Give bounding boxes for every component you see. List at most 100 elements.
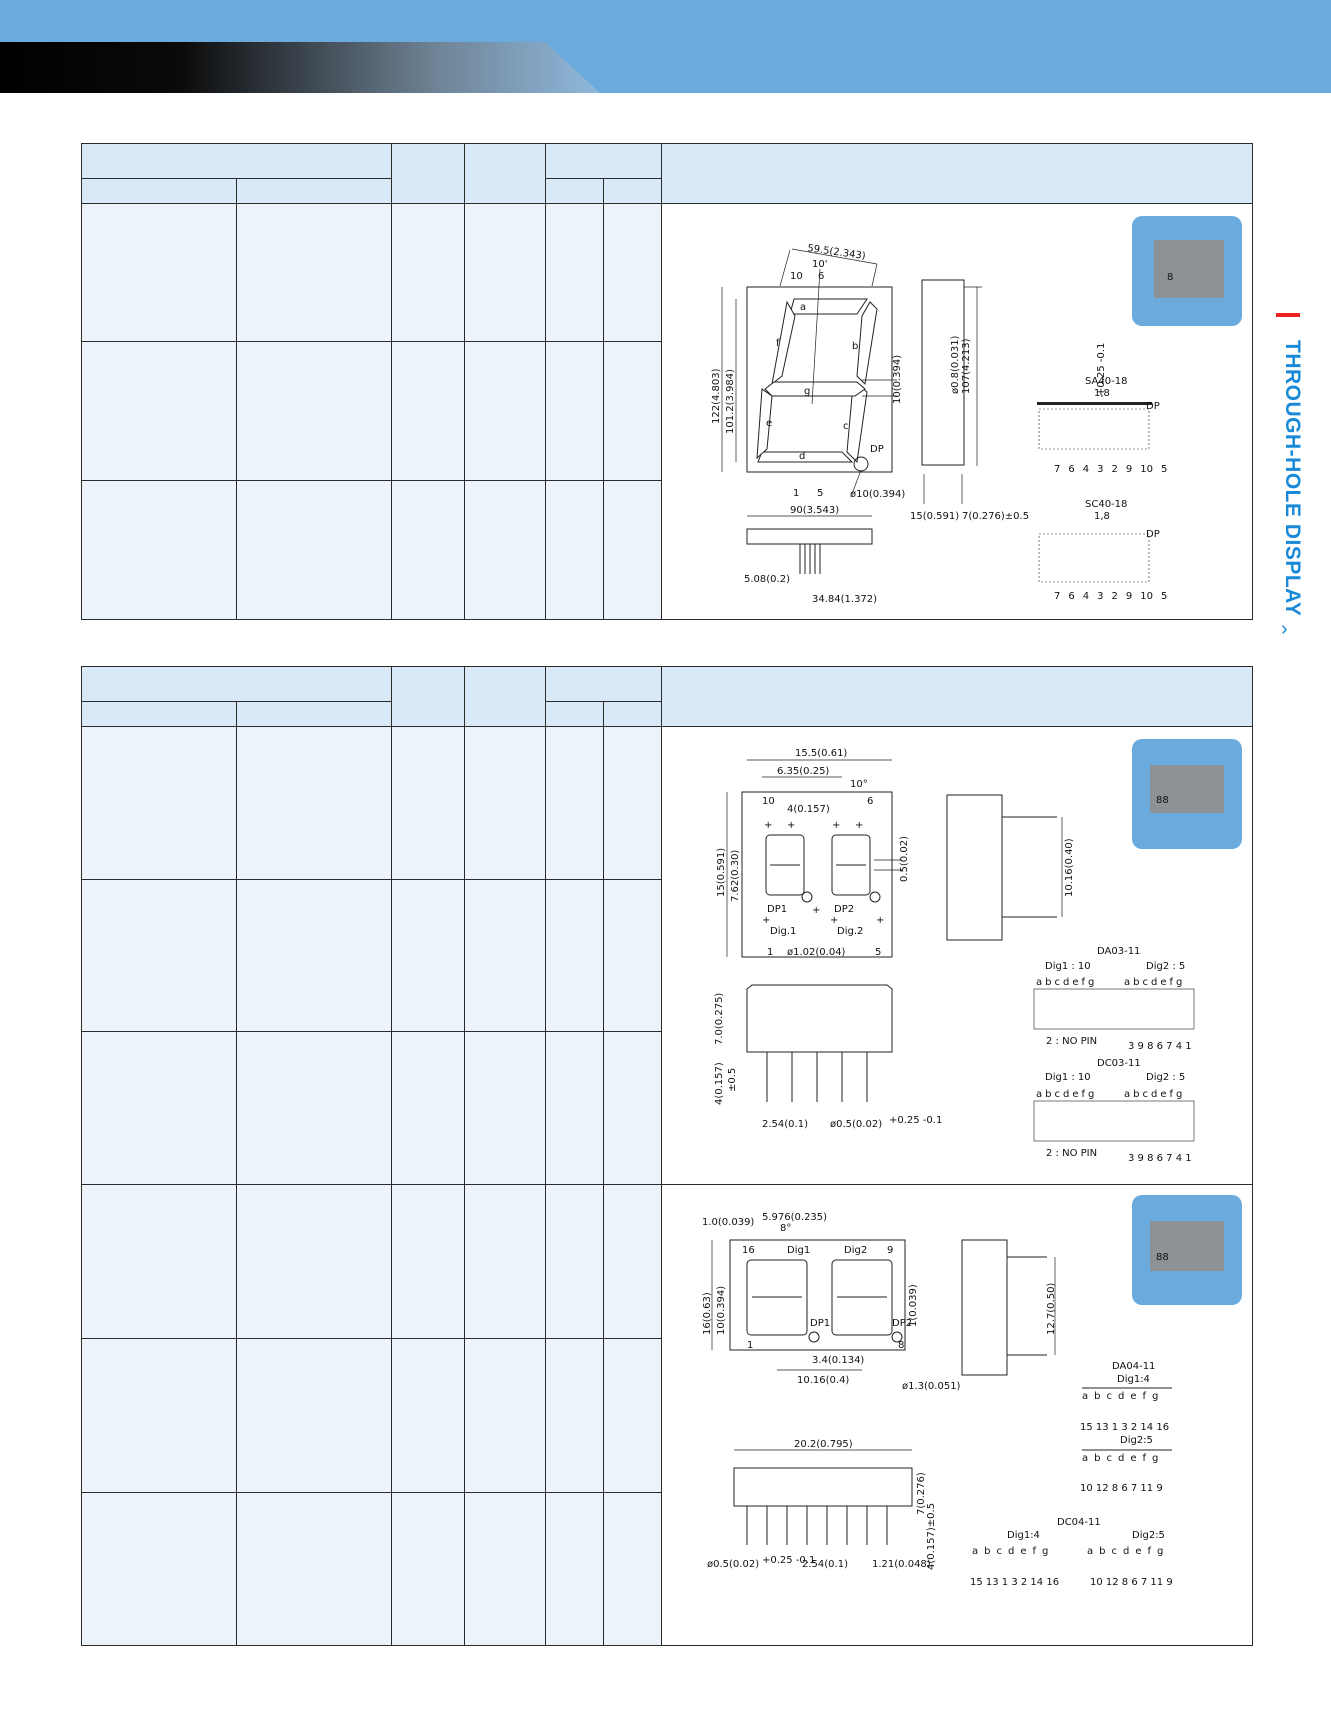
circuit-pins: 15 13 1 3 2 14 16 [1080, 1422, 1169, 1433]
dim-dp-dia: ø1.3(0.051) [902, 1381, 961, 1392]
circuit-segs: abcdefg [1124, 1089, 1185, 1100]
dim-pin-tol: +0.25 -0.1 [1096, 343, 1107, 396]
table-cell [464, 202, 546, 343]
circuit-title: DC03-11 [1097, 1058, 1141, 1069]
circuit-title: SC40-18 [1085, 499, 1127, 510]
dim-height2: 7.62(0.30) [730, 850, 741, 902]
seg-label: a [800, 302, 806, 313]
table-cell [236, 1338, 392, 1493]
dim-w: 10.16(0.4) [797, 1375, 849, 1386]
table-cell [545, 202, 604, 343]
table-cell [545, 1492, 604, 1646]
diode-array-2 [1038, 533, 1150, 583]
drawing-cell: 8 a b c d e f g 59.5(2.343 [661, 203, 1253, 620]
dim-pin-dia: ø0.5(0.02) [707, 1559, 759, 1570]
dim-s: 3.4(0.134) [812, 1355, 864, 1366]
plus-mark: + [762, 915, 770, 926]
product-photo [1150, 1221, 1224, 1271]
header-subcell [603, 701, 662, 727]
product-photo-glyph: 8 [1167, 272, 1173, 283]
dim-seg-width: 10(0.394) [892, 355, 903, 404]
table-cell [545, 479, 604, 621]
dp1-dot [801, 891, 813, 903]
circuit-segs: abcdefg [1124, 977, 1185, 988]
table-cell [391, 479, 465, 621]
dp-dot [853, 456, 869, 472]
table-cell [603, 878, 662, 1033]
plus-mark: + [787, 820, 795, 831]
dim-inner-height: 101.2(3.984) [725, 369, 736, 434]
dim-width2: 6.35(0.25) [777, 766, 829, 777]
header-subcell [545, 701, 604, 727]
circuit-segs: abcdefg [1082, 1391, 1164, 1402]
table-cell [391, 1492, 465, 1646]
dim-height: 122(4.803) [711, 368, 722, 424]
circuit-title: DA03-11 [1097, 946, 1140, 957]
section-marker [1276, 313, 1300, 317]
dim-pitch: 2.54(0.1) [762, 1119, 808, 1130]
circuit-title: DA04-11 [1112, 1361, 1155, 1372]
side-outline [961, 1239, 1008, 1376]
header-subcell [236, 701, 392, 727]
circuit-dig1: Dig1:4 [1007, 1530, 1040, 1541]
header-cell [81, 143, 392, 179]
dim-angle: 10' [812, 259, 827, 270]
side-outline [946, 794, 1003, 941]
segment-e [756, 388, 773, 460]
table-cell [603, 1492, 662, 1646]
table-cell [464, 341, 546, 481]
dig1-label: Dig.1 [770, 926, 796, 937]
table-cell [464, 1492, 546, 1646]
dim-pitch: 2.54(0.1) [802, 1559, 848, 1570]
dim-line [871, 263, 878, 287]
circuit-dig1: Dig1:4 [1117, 1374, 1150, 1385]
header-subcell [81, 701, 237, 727]
dig2-label: Dig.2 [837, 926, 863, 937]
circuit-nopin: 2 : NO PIN [1046, 1148, 1097, 1159]
table-cell [545, 878, 604, 1033]
table-cell [464, 1184, 546, 1339]
circuit-pins: 10 12 8 6 7 11 9 [1090, 1577, 1173, 1588]
plus-mark: + [812, 905, 820, 916]
product-photo [1154, 240, 1224, 298]
table-cell [603, 726, 662, 880]
circuit-title: DC04-11 [1057, 1517, 1101, 1528]
dim-body-h: 7(0.276) [916, 1472, 927, 1515]
table-cell [464, 726, 546, 880]
header-cell [464, 143, 546, 204]
segment-f [771, 300, 796, 386]
table-cell [81, 479, 237, 621]
table-cell [236, 726, 392, 880]
dim-pitch: 5.08(0.2) [744, 574, 790, 585]
circuit-nopin: 2 : NO PIN [1046, 1036, 1097, 1047]
table-cell [603, 1184, 662, 1339]
circuit-common: 1,8 [1094, 511, 1110, 522]
pin10-label: 10 [762, 796, 775, 807]
dp2-label: DP2 [834, 904, 854, 915]
table-cell [236, 1492, 392, 1646]
circuit-dp: DP [1146, 529, 1160, 540]
front-outline [729, 1239, 906, 1351]
seg-label: g [804, 386, 810, 397]
table-cell [464, 1031, 546, 1185]
dim-angle: 10° [850, 779, 868, 790]
circuit-dig2: Dig2:5 [1132, 1530, 1165, 1541]
circuit-pins: 10 12 8 6 7 11 9 [1080, 1483, 1163, 1494]
circuit-dig2: Dig2 : 5 [1146, 961, 1185, 972]
dim-side-h: 12.7(0.50) [1046, 1283, 1057, 1335]
table-cell [81, 1184, 237, 1339]
table-cell [391, 202, 465, 343]
header-cell [81, 666, 392, 702]
table-cell [545, 1338, 604, 1493]
header-cell [545, 666, 662, 702]
table-cell [391, 1031, 465, 1185]
dim-w3: 4(0.157) [787, 804, 830, 815]
seg-label: c [843, 421, 849, 432]
body-outline [746, 984, 893, 1053]
table-cell [236, 202, 392, 343]
dim-line [851, 469, 862, 495]
dp1-label: DP1 [767, 904, 787, 915]
dim-pin10: 10 [790, 271, 803, 282]
dim-pin-tol: +0.25 -0.1 [889, 1115, 942, 1126]
